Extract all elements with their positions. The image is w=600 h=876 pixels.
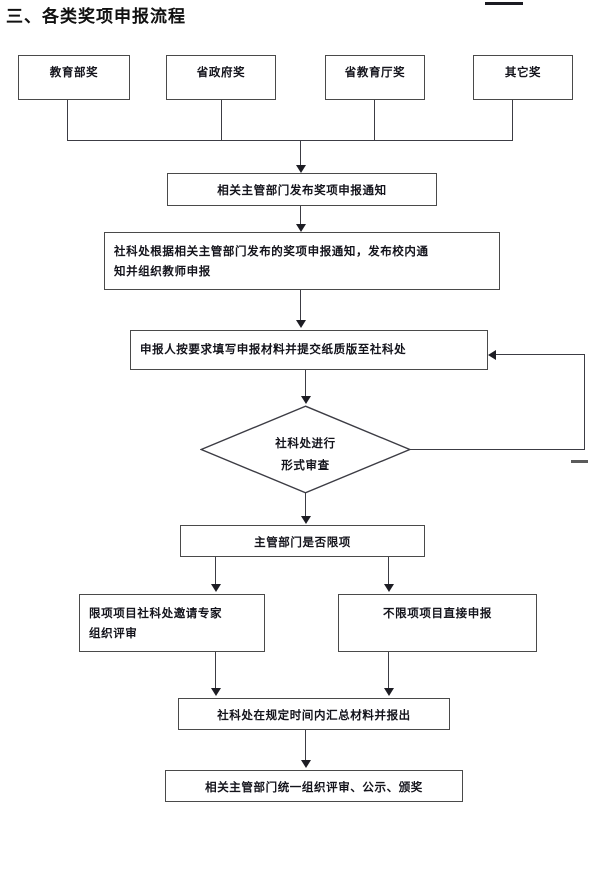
node-label: 其它奖 (504, 65, 542, 79)
arrowhead-to-applicant (296, 320, 306, 328)
arrowhead-expert-to-collect (211, 688, 221, 696)
arrowhead-feedback-to-applicant (488, 350, 496, 360)
node-final-review[interactable]: 相关主管部门统一组织评审、公示、颁奖 (165, 770, 463, 802)
node-label: 主管部门是否限项 (254, 535, 351, 549)
edge-applicant-to-review (305, 370, 307, 398)
top-rule-mark (485, 2, 523, 5)
arrowhead-to-quota (301, 516, 311, 524)
node-label: 社科处进行 形式审查 (275, 436, 336, 472)
node-label: 社科处根据相关主管部门发布的奖项申报通知，发布校内通 知并组织教师申报 (114, 244, 429, 278)
node-label: 社科处在规定时间内汇总材料并报出 (217, 708, 411, 722)
arrowhead-to-expert (211, 584, 221, 592)
arrowhead-to-office (296, 224, 306, 232)
node-quota-question[interactable]: 主管部门是否限项 (180, 525, 425, 557)
edge-quota-to-expert-stem (215, 557, 217, 585)
node-quota-expert[interactable]: 限项项目社科处邀请专家 组织评审 (79, 594, 265, 652)
edge-notice-to-office (300, 206, 302, 226)
node-label: 限项项目社科处邀请专家 组织评审 (89, 606, 223, 640)
node-label: 相关主管部门统一组织评审、公示、颁奖 (205, 780, 423, 794)
arrowhead-to-review (301, 396, 311, 404)
node-label: 教育部奖 (49, 65, 99, 79)
edge-award-province-stem (221, 100, 223, 141)
node-label: 不限项项目直接申报 (383, 606, 492, 620)
edge-collect-to-final (305, 730, 307, 762)
node-award-moe[interactable]: 教育部奖 (18, 55, 130, 100)
node-applicant-submit[interactable]: 申报人按要求填写申报材料并提交纸质版至社科处 (130, 330, 488, 370)
arrowhead-direct-to-collect (384, 688, 394, 696)
edge-feedback-right (584, 354, 586, 450)
edge-award-other-stem (512, 100, 514, 141)
node-award-pedu[interactable]: 省教育厅奖 (325, 55, 425, 100)
node-label: 相关主管部门发布奖项申报通知 (217, 183, 387, 197)
node-notice-publish[interactable]: 相关主管部门发布奖项申报通知 (167, 173, 437, 206)
edge-collector-to-notice (300, 140, 302, 167)
node-award-province[interactable]: 省政府奖 (166, 55, 276, 100)
node-office-publish[interactable]: 社科处根据相关主管部门发布的奖项申报通知，发布校内通 知并组织教师申报 (104, 232, 500, 290)
node-label: 省教育厅奖 (344, 65, 406, 79)
side-dash-mark (571, 460, 588, 463)
node-label: 申报人按要求填写申报材料并提交纸质版至社科处 (140, 342, 407, 356)
arrowhead-to-notice (296, 165, 306, 173)
arrowhead-to-direct (384, 584, 394, 592)
edge-quota-to-direct-stem (388, 557, 390, 585)
edge-award-moe-stem (67, 100, 69, 141)
edge-direct-to-collect (388, 652, 390, 690)
page-title: 三、各类奖项申报流程 (6, 7, 186, 27)
node-label: 省政府奖 (196, 65, 246, 79)
node-award-other[interactable]: 其它奖 (473, 55, 573, 100)
arrowhead-to-final (301, 760, 311, 768)
edge-review-to-quota (305, 493, 307, 518)
edge-feedback-bottom (410, 449, 585, 451)
edge-expert-to-collect (215, 652, 217, 690)
edge-office-to-applicant (300, 290, 302, 322)
node-no-quota-direct[interactable]: 不限项项目直接申报 (338, 594, 537, 652)
edge-award-collector-bar (67, 140, 513, 142)
diamond-shape (200, 405, 411, 494)
edge-award-pedu-stem (374, 100, 376, 141)
edge-feedback-top (496, 354, 585, 356)
node-collect-report[interactable]: 社科处在规定时间内汇总材料并报出 (178, 698, 450, 730)
node-formal-review[interactable]: 社科处进行 形式审查 (200, 405, 411, 494)
